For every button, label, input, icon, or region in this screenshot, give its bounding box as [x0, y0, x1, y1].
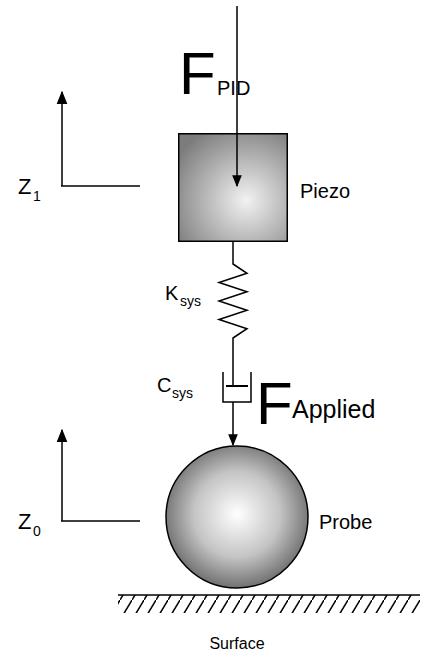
- axis-subscript: 1: [33, 189, 41, 203]
- damper-symbol: [223, 372, 251, 402]
- z0-axis: [61, 430, 140, 521]
- axis-tick: [61, 520, 140, 522]
- spring-damper-link: [219, 242, 247, 445]
- axis-tick: [61, 185, 140, 187]
- force-subscript: PID: [217, 78, 250, 98]
- axis-arrow: [61, 92, 63, 186]
- axis-symbol: Z: [18, 511, 31, 533]
- axis-symbol: Z: [18, 176, 31, 198]
- surface-label: Surface: [209, 636, 264, 652]
- ground-surface: [118, 595, 420, 613]
- spring-symbol: K: [165, 283, 178, 303]
- damper-subscript: sys: [172, 386, 193, 400]
- damper-symbol-label: C: [157, 375, 171, 395]
- spring-subscript: sys: [180, 294, 201, 308]
- ground-line: [118, 594, 420, 596]
- damper-cylinder: [223, 372, 251, 402]
- ground-hatching: [118, 595, 420, 613]
- z1-axis: [61, 92, 140, 186]
- part-name: Piezo: [300, 181, 350, 201]
- axis-arrow: [61, 430, 63, 521]
- force-subscript: Applied: [292, 397, 375, 422]
- axis-subscript: 0: [33, 524, 41, 538]
- part-name: Probe: [319, 512, 372, 532]
- force-symbol: F: [179, 44, 216, 104]
- damper-piston: [226, 385, 248, 387]
- sphere-outline: [165, 445, 309, 589]
- force-symbol: F: [256, 374, 293, 434]
- piezo-block: Piezo: [178, 133, 288, 242]
- block-outline: [178, 133, 288, 242]
- probe-sphere: Probe: [165, 445, 309, 589]
